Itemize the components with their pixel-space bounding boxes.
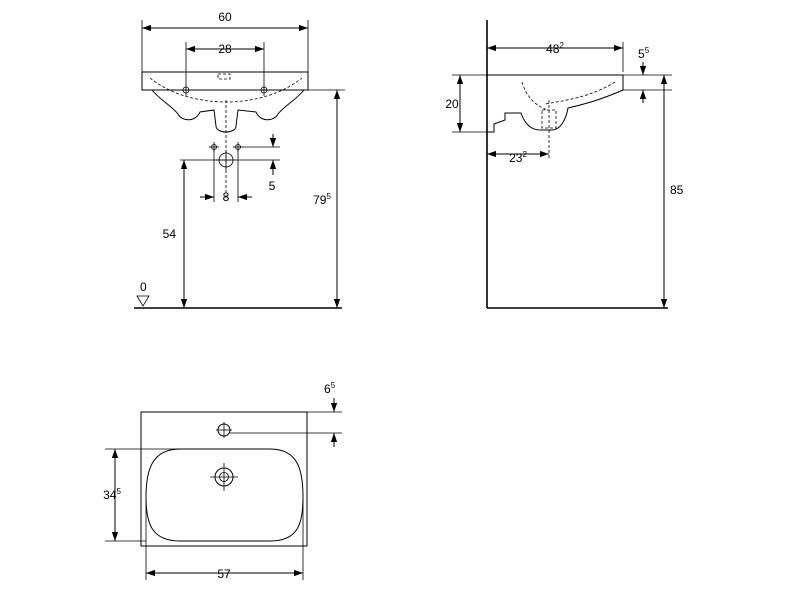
svg-text:795: 795 (313, 192, 331, 207)
dim-height-20: 20 (445, 97, 459, 111)
dim-tap-spacing: 8 (223, 190, 230, 204)
front-view: 60 28 5 8 54 795 (134, 10, 345, 309)
front-tap-hole-right (258, 84, 270, 96)
front-basin-rim (141, 71, 309, 91)
dim-drain: 23 (509, 151, 523, 165)
top-drain (210, 463, 238, 491)
dim-depth: 48 (546, 42, 560, 56)
svg-text:482: 482 (546, 41, 564, 56)
dim-hole-offset-sup: 5 (331, 381, 336, 390)
top-bowl (145, 448, 304, 542)
dim-drain-sup: 2 (522, 150, 527, 159)
top-view: 65 345 57 (103, 381, 342, 581)
dim-rim: 5 (638, 47, 645, 61)
dim-height-79: 79 (313, 193, 327, 207)
dim-rim-sup: 5 (645, 46, 650, 55)
side-basin-inner (544, 81, 616, 105)
front-basin-bowl (151, 89, 305, 133)
floor-level-marker (136, 295, 150, 307)
dim-bowl-depth-sup: 5 (116, 487, 121, 496)
dim-bowl-depth: 34 (103, 488, 117, 502)
dim-hole-spacing: 28 (218, 42, 232, 56)
svg-text:345: 345 (103, 487, 121, 502)
dim-total-height: 85 (670, 183, 684, 197)
svg-text:232: 232 (509, 150, 527, 165)
top-tap-hole (216, 422, 232, 438)
floor-label: 0 (140, 280, 147, 294)
dim-offset: 5 (269, 179, 276, 193)
dim-width: 60 (218, 10, 232, 24)
side-basin-body (487, 89, 624, 133)
front-tap-hole-left (180, 84, 192, 96)
front-overflow (217, 73, 231, 80)
dim-hole-offset: 6 (324, 382, 331, 396)
side-view: 482 55 20 232 85 (445, 20, 684, 309)
top-basin-outline (140, 411, 308, 547)
svg-text:65: 65 (324, 381, 336, 396)
side-overflow-hidden (521, 81, 549, 111)
dim-height-54: 54 (163, 227, 177, 241)
dim-bowl-width: 57 (217, 567, 231, 581)
dim-height-79-sup: 5 (326, 192, 331, 201)
dim-depth-sup: 2 (559, 41, 564, 50)
svg-text:55: 55 (638, 46, 650, 61)
